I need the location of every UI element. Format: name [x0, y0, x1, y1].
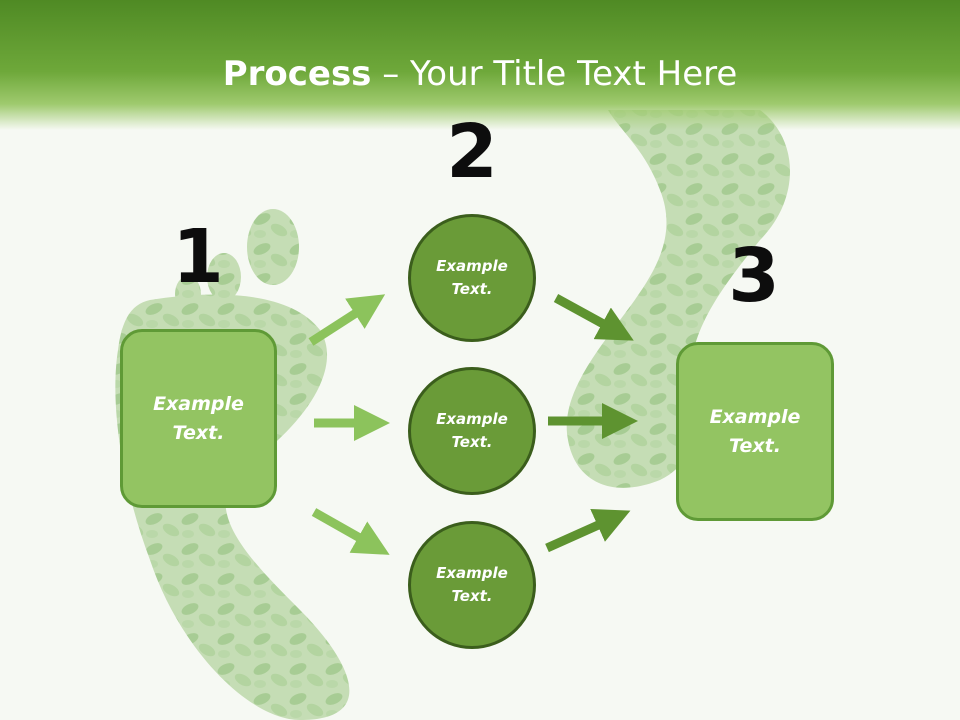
step-1-box: Example Text. — [120, 329, 277, 508]
step-3-text: Example Text. — [709, 405, 801, 457]
arrow-from-circle-3 — [545, 508, 631, 553]
circle-middle-text: Example Text. — [436, 410, 508, 451]
slide-title: Process – Your Title Text Here — [0, 52, 960, 96]
step-number-3: 3 — [728, 233, 780, 319]
step-2-circle-top: Example Text. — [408, 214, 536, 342]
arrow-to-circle-3 — [311, 508, 390, 555]
arrow-to-circle-1 — [308, 294, 386, 346]
step-number-1: 1 — [172, 214, 224, 300]
title-bold: Process — [222, 54, 372, 94]
step-1-text: Example Text. — [153, 392, 244, 444]
step-number-2: 2 — [446, 109, 498, 195]
title-rest: – Your Title Text Here — [371, 54, 738, 94]
header-band — [0, 0, 960, 130]
arrow-from-circle-1 — [553, 294, 634, 341]
circle-top-text: Example Text. — [436, 257, 508, 298]
circle-bottom-text: Example Text. — [436, 564, 508, 605]
step-2-circle-bottom: Example Text. — [408, 521, 536, 649]
step-3-box: Example Text. — [676, 342, 834, 521]
step-2-circle-middle: Example Text. — [408, 367, 536, 495]
